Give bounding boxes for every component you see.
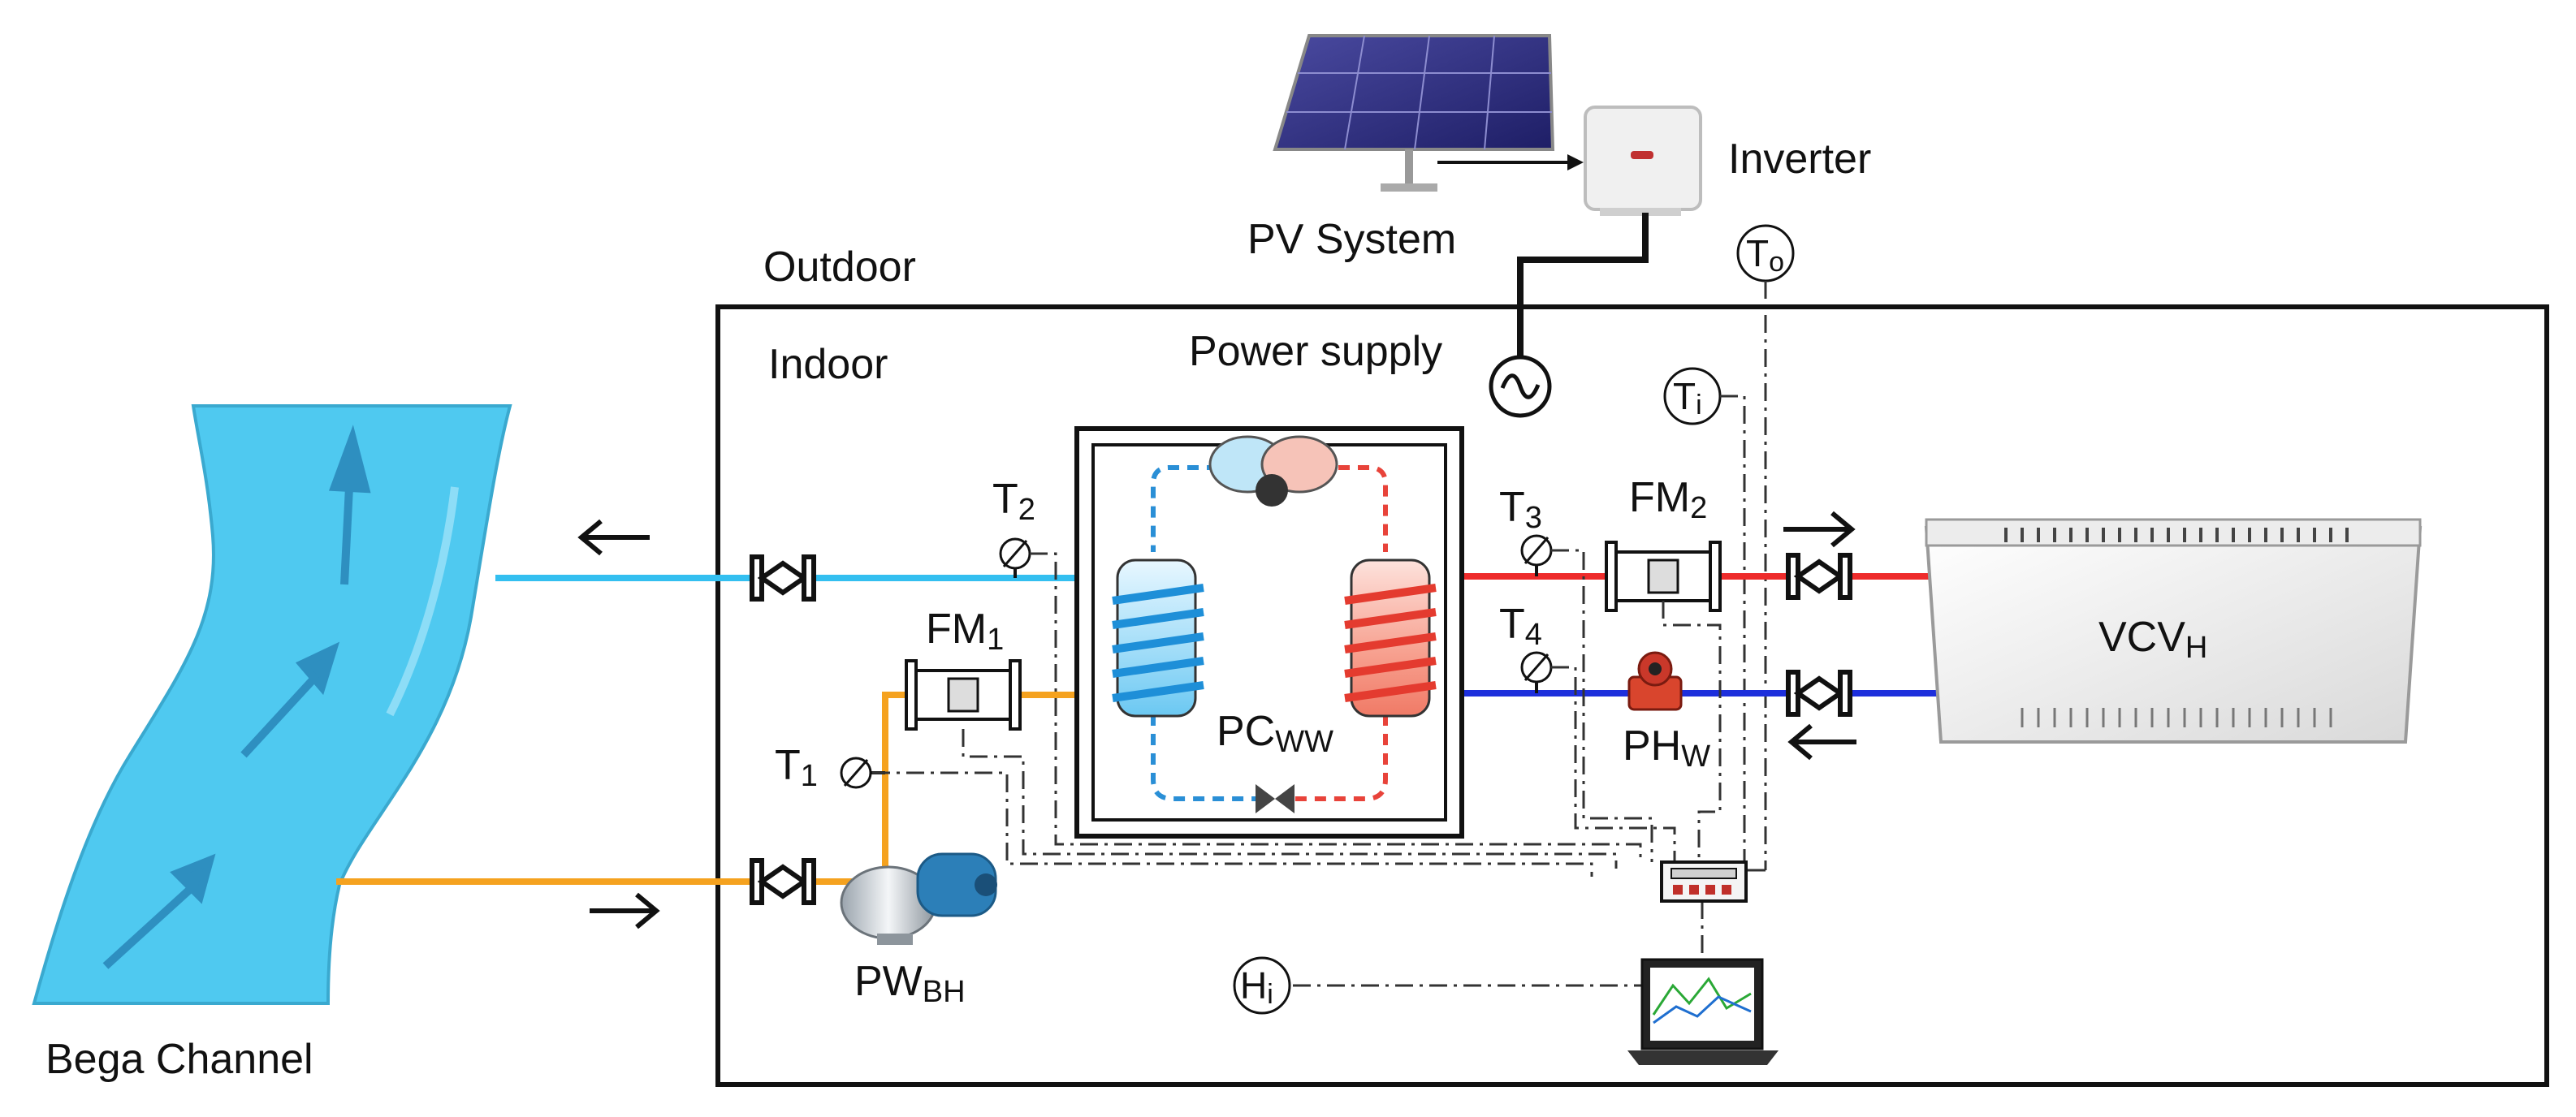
svg-text:Ti: Ti bbox=[1673, 375, 1702, 420]
bega-channel bbox=[32, 404, 512, 1005]
fan-coil-icon bbox=[1924, 518, 2423, 744]
flow-meter-1-label: FM1 bbox=[926, 606, 1004, 657]
temperature-sensor-t3 bbox=[1520, 534, 1553, 576]
temperature-sensor-t1 bbox=[840, 757, 885, 789]
flow-meter-icon bbox=[1605, 541, 1722, 612]
t4-label: T4 bbox=[1499, 601, 1542, 652]
well-pump-icon bbox=[840, 852, 997, 945]
channel-water bbox=[32, 404, 512, 1005]
t2-label: T2 bbox=[992, 476, 1035, 527]
indoor-boundary bbox=[715, 304, 2549, 1087]
heat-pump-unit bbox=[1074, 426, 1464, 839]
fan-coil-label: VCVH bbox=[2098, 614, 2207, 665]
laptop-icon bbox=[1627, 958, 1779, 1065]
flow-arrow-icon bbox=[102, 425, 371, 969]
source-supply-pipe bbox=[336, 692, 1117, 885]
outdoor-label: Outdoor bbox=[763, 244, 916, 291]
flow-meter-icon bbox=[905, 659, 1022, 731]
valve-icon[interactable] bbox=[750, 554, 816, 602]
valve-icon[interactable] bbox=[1786, 670, 1852, 717]
t3-label: T3 bbox=[1499, 484, 1542, 535]
ac-source-icon bbox=[1489, 355, 1552, 418]
data-logger-icon bbox=[1660, 860, 1748, 903]
heat-pump-label: PCWW bbox=[1217, 708, 1333, 759]
circulation-pump-label: PHW bbox=[1623, 722, 1710, 774]
flow-meter-2-label: FM2 bbox=[1629, 474, 1707, 525]
valve-icon[interactable] bbox=[750, 858, 816, 905]
indoor-temperature-sensor: Ti bbox=[1663, 367, 1722, 425]
circulation-pump-icon bbox=[1627, 651, 1683, 711]
svg-text:To: To bbox=[1746, 232, 1784, 278]
well-pump-label: PWBH bbox=[854, 958, 966, 1009]
t1-label: T1 bbox=[775, 742, 818, 793]
flow-direction-arrows bbox=[577, 511, 1856, 929]
temperature-sensor-t2 bbox=[999, 537, 1031, 578]
inverter-icon bbox=[1584, 106, 1702, 216]
bega-channel-label: Bega Channel bbox=[45, 1036, 313, 1083]
signal-wiring bbox=[872, 549, 1766, 987]
inverter-label: Inverter bbox=[1728, 136, 1871, 183]
power-supply-label: Power supply bbox=[1189, 328, 1442, 375]
solar-panel-icon bbox=[1273, 34, 1555, 192]
indoor-label: Indoor bbox=[768, 341, 888, 388]
valve-icon[interactable] bbox=[1786, 553, 1852, 600]
outdoor-temperature-sensor: To bbox=[1736, 224, 1795, 282]
humidity-sensor: Hi bbox=[1233, 956, 1291, 1015]
pv-system-label: PV System bbox=[1247, 216, 1456, 263]
temperature-sensor-t4 bbox=[1520, 651, 1553, 693]
svg-text:Hi: Hi bbox=[1240, 964, 1273, 1010]
